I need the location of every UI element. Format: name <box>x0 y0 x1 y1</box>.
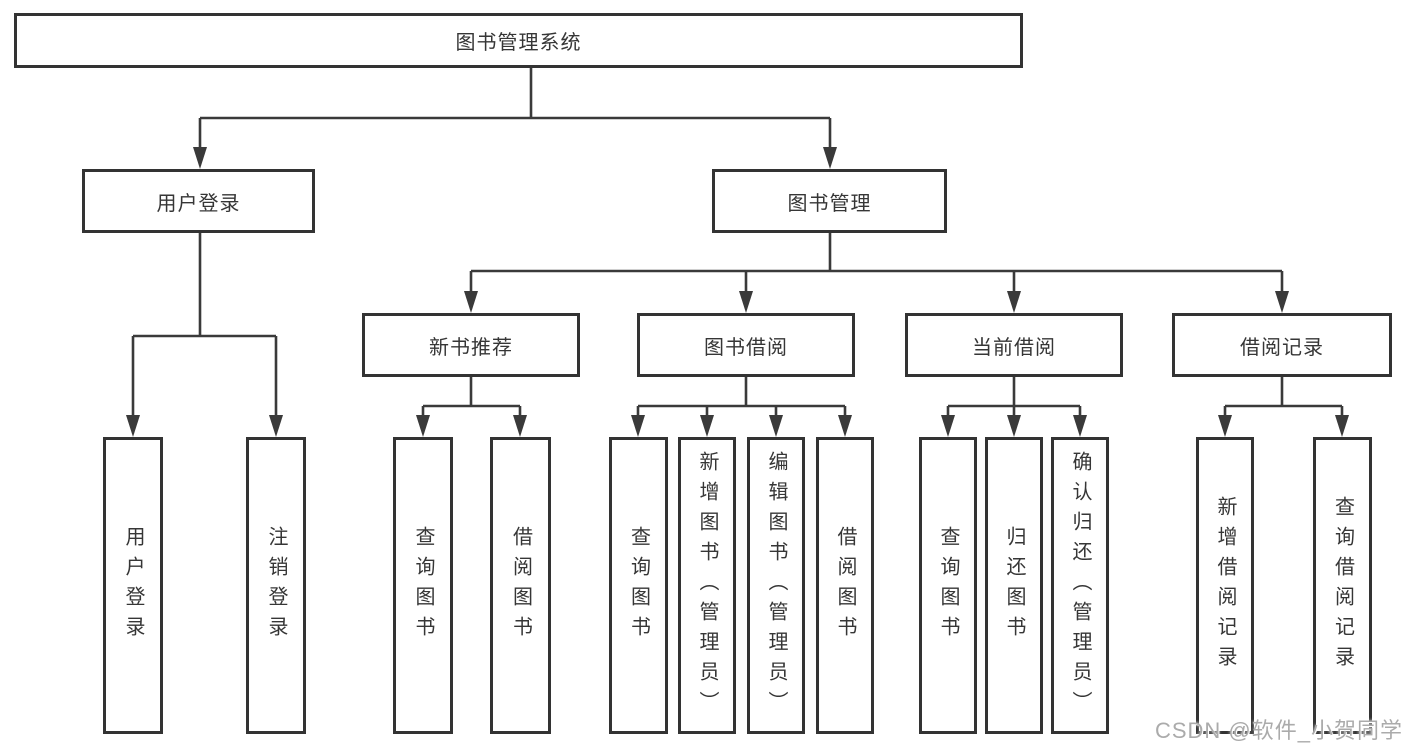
node-system-root: 图书管理系统 <box>14 13 1023 68</box>
node-current-borrowing: 当前借阅 <box>905 313 1123 377</box>
leaf-add-book-admin-label: 新增图书（管理员） <box>696 450 718 721</box>
leaf-edit-book-admin-label: 编辑图书（管理员） <box>765 450 787 721</box>
wire-lines <box>131 68 1344 416</box>
leaf-query-borrow-record-label: 查询借阅记录 <box>1331 495 1354 676</box>
leaf-user-login-label: 用户登录 <box>122 525 144 646</box>
node-user-login-label: 用户登录 <box>156 192 241 215</box>
leaf-query-borrow-record: 查询借阅记录 <box>1313 437 1372 734</box>
leaf-borrow-books: 借阅图书 <box>816 437 874 734</box>
leaf-user-login: 用户登录 <box>103 437 163 734</box>
leaf-borrow-books-recommend: 借阅图书 <box>490 437 551 734</box>
node-current-borrowing-label: 当前借阅 <box>972 336 1056 359</box>
leaf-query-books-recommend: 查询图书 <box>393 437 453 734</box>
leaf-edit-book-admin: 编辑图书（管理员） <box>747 437 805 734</box>
node-new-book-recommend: 新书推荐 <box>362 313 580 377</box>
leaf-query-books-borrowing: 查询图书 <box>609 437 668 734</box>
node-borrowing-records-label: 借阅记录 <box>1240 336 1324 359</box>
node-user-login: 用户登录 <box>82 169 315 233</box>
watermark: CSDN @软件_小贺同学 <box>1154 718 1403 743</box>
leaf-logout-label: 注销登录 <box>265 525 287 646</box>
node-system-root-label: 图书管理系统 <box>455 32 582 54</box>
leaf-confirm-return-admin: 确认归还（管理员） <box>1051 437 1109 734</box>
leaf-return-books-label: 归还图书 <box>1003 525 1025 646</box>
leaf-confirm-return-admin-label: 确认归还（管理员） <box>1069 450 1091 721</box>
leaf-query-books-recommend-label: 查询图书 <box>412 525 434 646</box>
node-book-borrowing-label: 图书借阅 <box>704 336 788 359</box>
leaf-query-books-borrowing-label: 查询图书 <box>627 525 650 646</box>
leaf-add-borrow-record-label: 新增借阅记录 <box>1214 495 1236 676</box>
leaf-return-books: 归还图书 <box>985 437 1043 734</box>
node-book-management-label: 图书管理 <box>787 192 872 215</box>
leaf-borrow-books-label: 借阅图书 <box>834 525 856 646</box>
node-book-management: 图书管理 <box>712 169 947 233</box>
leaf-logout: 注销登录 <box>246 437 306 734</box>
leaf-query-books-current-label: 查询图书 <box>937 525 959 646</box>
node-borrowing-records: 借阅记录 <box>1172 313 1392 377</box>
node-book-borrowing: 图书借阅 <box>637 313 855 377</box>
leaf-borrow-books-recommend-label: 借阅图书 <box>509 525 532 646</box>
leaf-query-books-current: 查询图书 <box>919 437 977 734</box>
node-new-book-recommend-label: 新书推荐 <box>429 336 513 359</box>
wire-arrowheads <box>126 147 1349 437</box>
leaf-add-book-admin: 新增图书（管理员） <box>678 437 736 734</box>
leaf-add-borrow-record: 新增借阅记录 <box>1196 437 1254 734</box>
